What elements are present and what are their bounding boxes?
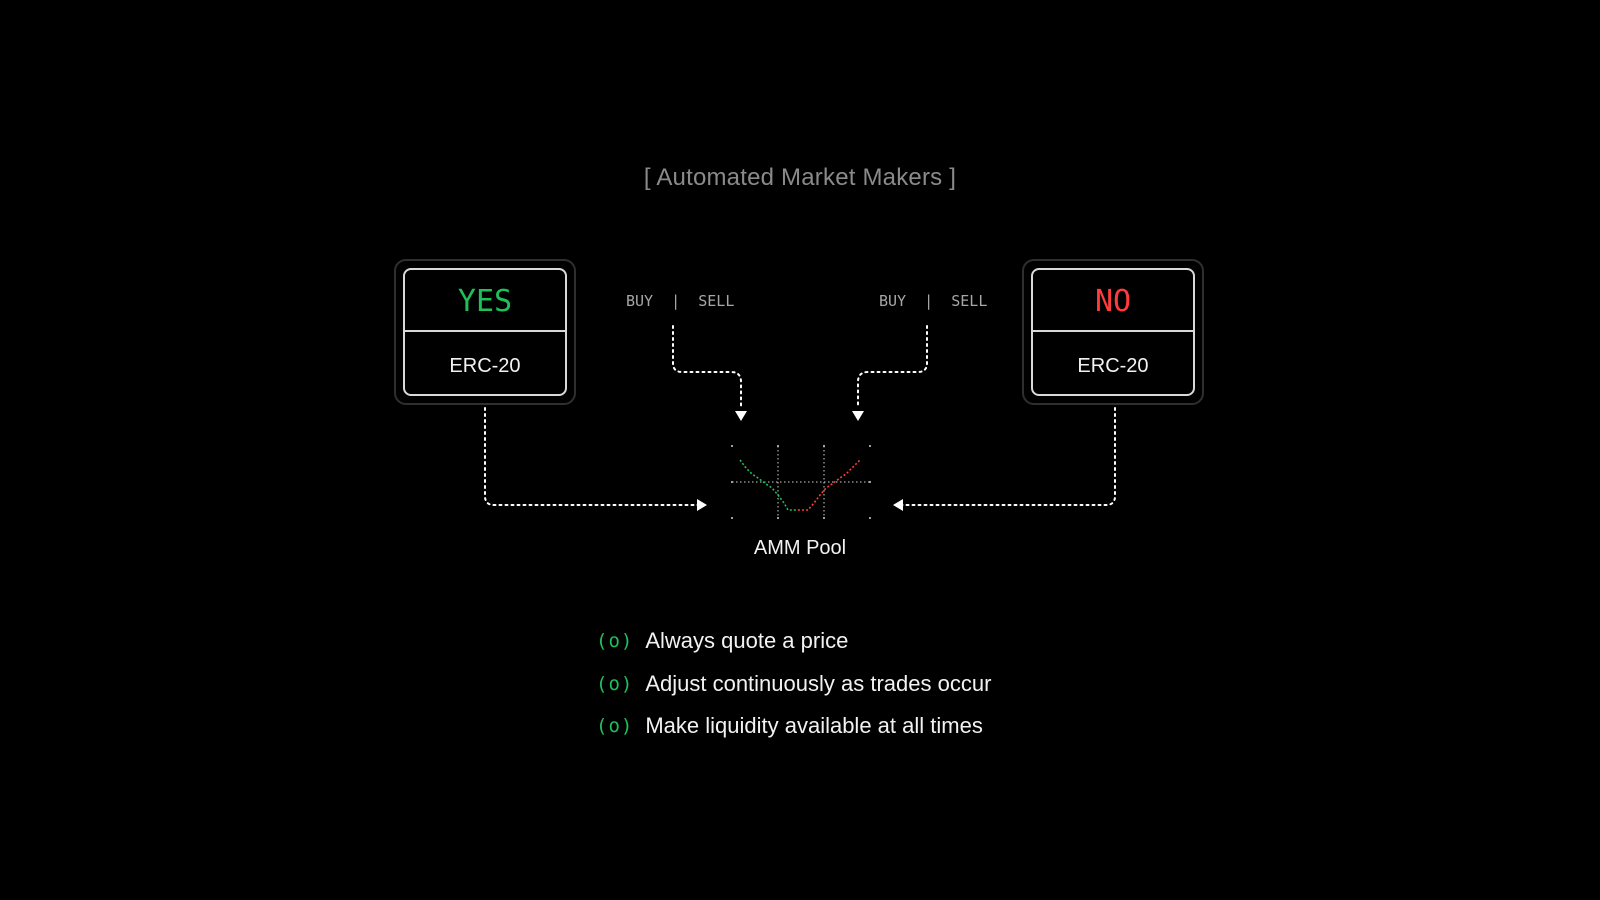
no-to-pool-connector (901, 407, 1116, 506)
no-to-pool-arrowhead (893, 499, 903, 511)
amm-pool-icon (731, 445, 871, 519)
no-token-card: NO ERC-20 (1022, 259, 1204, 405)
feature-text: Always quote a price (645, 628, 849, 654)
diagram-title: [ Automated Market Makers ] (643, 164, 957, 191)
left-buy-label: BUY (626, 292, 654, 310)
feature-item: (o) Adjust continuously as trades occur (596, 663, 991, 706)
left-trade-arrowhead (735, 411, 747, 421)
no-token-standard: ERC-20 (1077, 355, 1149, 377)
no-token-box: NO ERC-20 (1031, 268, 1195, 396)
left-trade-connector (672, 325, 742, 409)
bullet-icon: (o) (596, 715, 634, 738)
right-separator: | (924, 292, 934, 310)
yes-to-pool-connector (484, 407, 699, 506)
yes-to-pool-arrowhead (697, 499, 707, 511)
feature-list: (o) Always quote a price (o) Adjust cont… (596, 620, 991, 748)
bullet-icon: (o) (596, 630, 634, 653)
no-token-name: NO (1033, 270, 1193, 332)
right-sell-label: SELL (951, 292, 988, 310)
left-buy-sell-label: BUY | SELL (626, 292, 734, 310)
no-price-curve (798, 459, 861, 511)
right-trade-arrowhead (852, 411, 864, 421)
left-separator: | (671, 292, 681, 310)
right-buy-label: BUY (879, 292, 907, 310)
bullet-icon: (o) (596, 672, 634, 695)
yes-token-card: YES ERC-20 (394, 259, 576, 405)
feature-item: (o) Make liquidity available at all time… (596, 705, 991, 748)
right-trade-connector (857, 325, 928, 409)
feature-item: (o) Always quote a price (596, 620, 991, 663)
yes-token-name: YES (405, 270, 565, 332)
left-sell-label: SELL (698, 292, 735, 310)
right-buy-sell-label: BUY | SELL (879, 292, 987, 310)
yes-token-standard: ERC-20 (449, 355, 521, 377)
feature-text: Adjust continuously as trades occur (645, 670, 992, 696)
feature-text: Make liquidity available at all times (645, 713, 983, 739)
amm-pool-label: AMM Pool (753, 537, 847, 559)
yes-token-box: YES ERC-20 (403, 268, 567, 396)
yes-price-curve (739, 459, 798, 511)
